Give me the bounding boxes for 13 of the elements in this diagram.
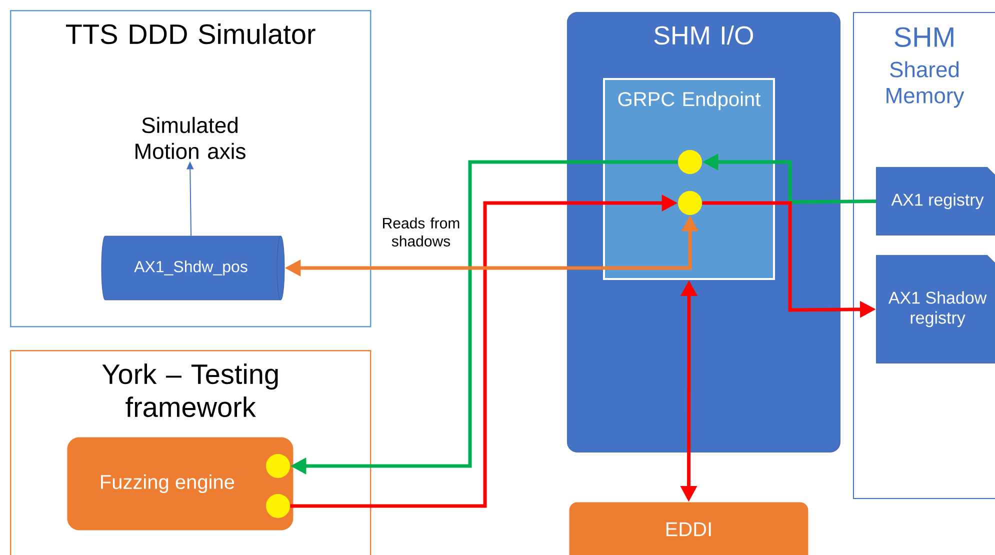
port-dot (266, 454, 290, 478)
heading: Shared Memory (886, 61, 964, 108)
registry-box: AX1 registry (876, 167, 995, 236)
process-box: Fuzzing engine (67, 437, 294, 530)
port-dot (266, 494, 290, 518)
heading: SHM (894, 27, 954, 48)
endpoint-box: GRPC Endpoint (603, 78, 775, 280)
registry-box: AX1 Shadow registry (876, 255, 995, 364)
edge-label: Reads from shadows (377, 216, 465, 248)
process-box: EDDI (569, 502, 808, 555)
port-dot (678, 150, 702, 174)
port-dot (678, 191, 702, 215)
axis-label: Simulated Motion axis (136, 116, 246, 160)
